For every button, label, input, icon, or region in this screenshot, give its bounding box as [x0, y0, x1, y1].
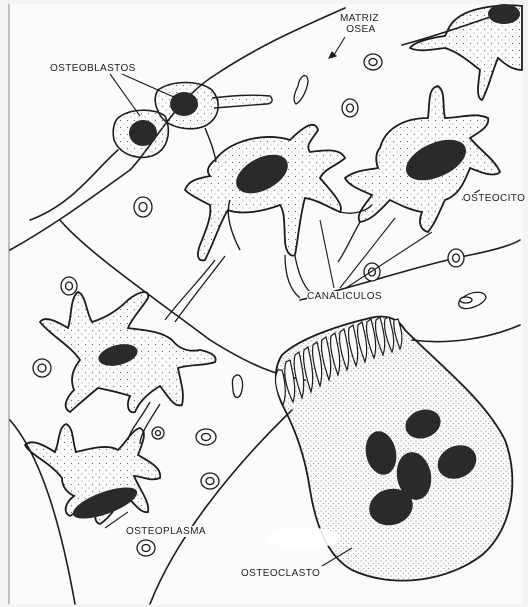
label-osteocito: OSTEOCITO — [463, 193, 525, 204]
label-canaliculos: CANALICULOS — [307, 291, 382, 302]
label-osea: OSEA — [340, 24, 379, 35]
label-matriz-osea: MATRIZ OSEA — [340, 13, 379, 35]
label-matriz: MATRIZ — [340, 13, 379, 24]
label-osteoblastos: OSTEOBLASTOS — [50, 63, 136, 74]
label-osteoplasma: OSTEOPLASMA — [126, 526, 206, 537]
label-osteoclasto: OSTEOCLASTO — [241, 568, 320, 579]
